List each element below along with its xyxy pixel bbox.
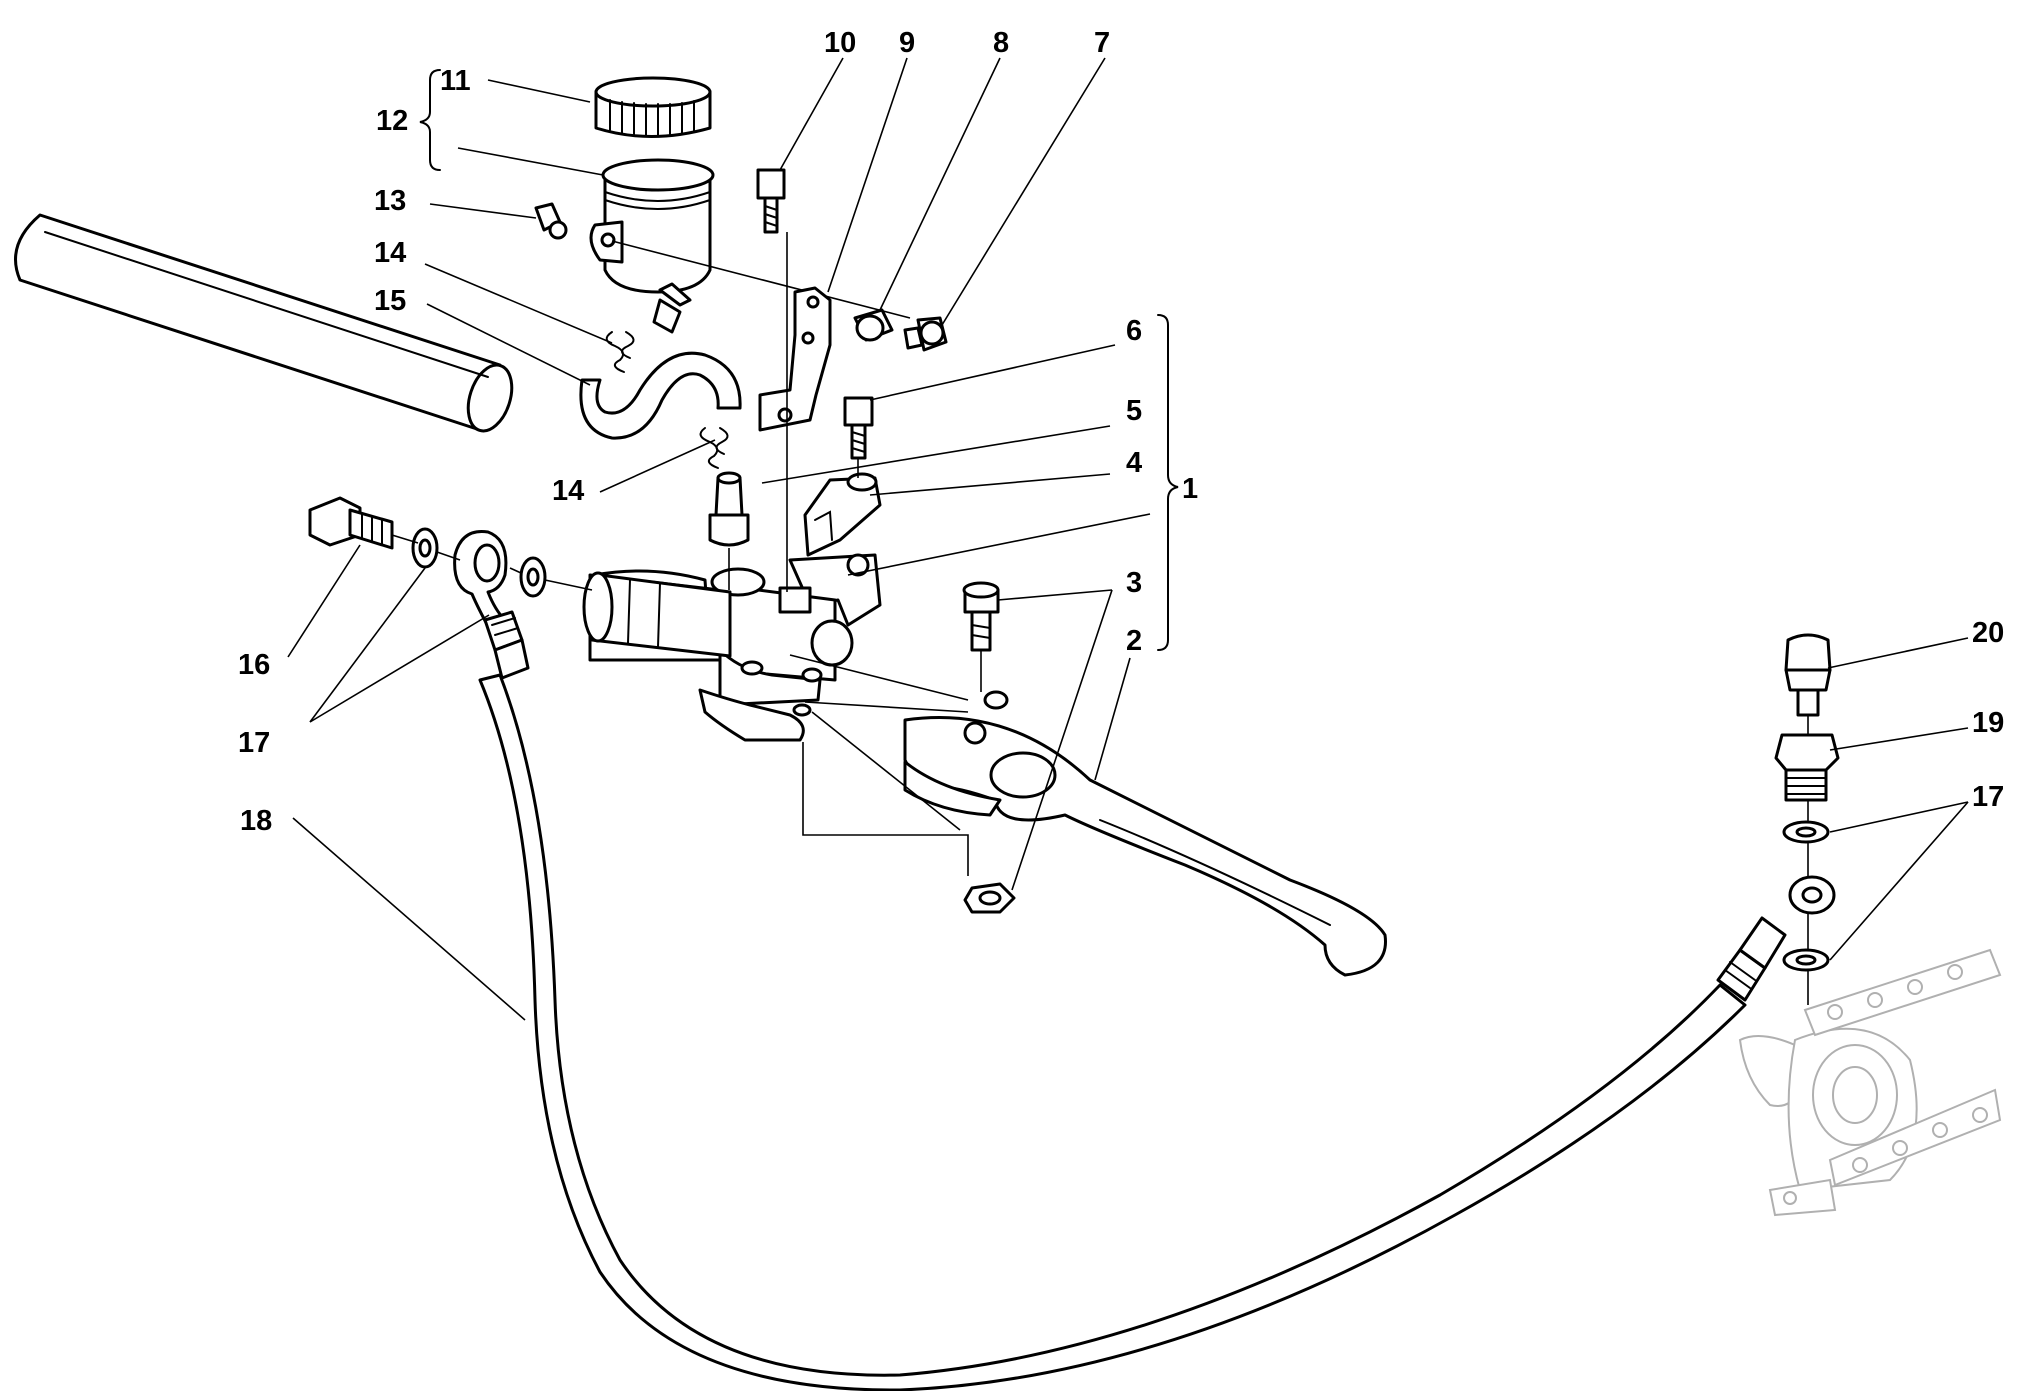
- hose-clamp-lower: [699, 427, 729, 469]
- callout-9: 9: [899, 27, 915, 59]
- reservoir-cap: [594, 76, 712, 138]
- hose-fitting: [708, 471, 750, 547]
- callout-18: 18: [240, 805, 272, 837]
- bleed-valve: [1784, 633, 1832, 717]
- callout-12: 12: [376, 105, 408, 137]
- spacer: [853, 308, 894, 342]
- bolt-10: [756, 168, 786, 234]
- callout-17-left: 17: [238, 727, 270, 759]
- banjo-bolt: [308, 496, 394, 550]
- callout-19: 19: [1972, 707, 2004, 739]
- callout-8: 8: [993, 27, 1009, 59]
- callout-7: 7: [1094, 27, 1110, 59]
- callout-14-lower: 14: [552, 475, 584, 507]
- washer-left-2: [519, 556, 547, 598]
- grommet: [534, 202, 568, 240]
- callout-16: 16: [238, 649, 270, 681]
- bolt-6: [843, 396, 874, 460]
- washer-right-1: [1782, 820, 1830, 844]
- reservoir-hose: [579, 351, 742, 440]
- callout-17-right: 17: [1972, 781, 2004, 813]
- pivot-screw: [962, 581, 1000, 652]
- bolt-7: [903, 316, 948, 352]
- washer-right-2: [1782, 948, 1830, 972]
- callout-2: 2: [1126, 625, 1142, 657]
- clutch-lever: [903, 716, 1387, 977]
- callout-15: 15: [374, 285, 406, 317]
- banjo-fitting: [453, 529, 530, 680]
- callout-10: 10: [824, 27, 856, 59]
- chain-and-sprocket: [1738, 948, 2002, 1217]
- callout-13: 13: [374, 185, 406, 217]
- callout-1: 1: [1182, 473, 1198, 505]
- callout-6: 6: [1126, 315, 1142, 347]
- mounting-bracket: [758, 286, 832, 432]
- callout-11: 11: [440, 65, 471, 97]
- slave-hose-fitting: [1716, 875, 1836, 1002]
- callout-labels: 1 2 3 4 5 6 7 8 9 10 11 12 13 14 15 14 1…: [238, 27, 2004, 837]
- reservoir-body: [589, 158, 715, 334]
- callout-5: 5: [1126, 395, 1142, 427]
- leader-lines: [287, 57, 1969, 1021]
- bleed-union: [1774, 733, 1840, 802]
- pivot-nut: [963, 882, 1016, 914]
- clamp-half: [803, 472, 882, 557]
- hose-clamp-upper: [605, 331, 635, 373]
- handlebar-tube: [14, 213, 514, 433]
- brace-1: [1157, 314, 1179, 651]
- callout-14-upper: 14: [374, 237, 406, 269]
- callout-20: 20: [1972, 617, 2004, 649]
- pivot-bushing: [983, 690, 1009, 710]
- callout-4: 4: [1126, 447, 1142, 479]
- cylinder-tube: [582, 571, 732, 658]
- washer-left-1: [411, 527, 439, 569]
- brace-12: [419, 69, 441, 171]
- callout-3: 3: [1126, 567, 1142, 599]
- hydraulic-hose: [478, 673, 1747, 1391]
